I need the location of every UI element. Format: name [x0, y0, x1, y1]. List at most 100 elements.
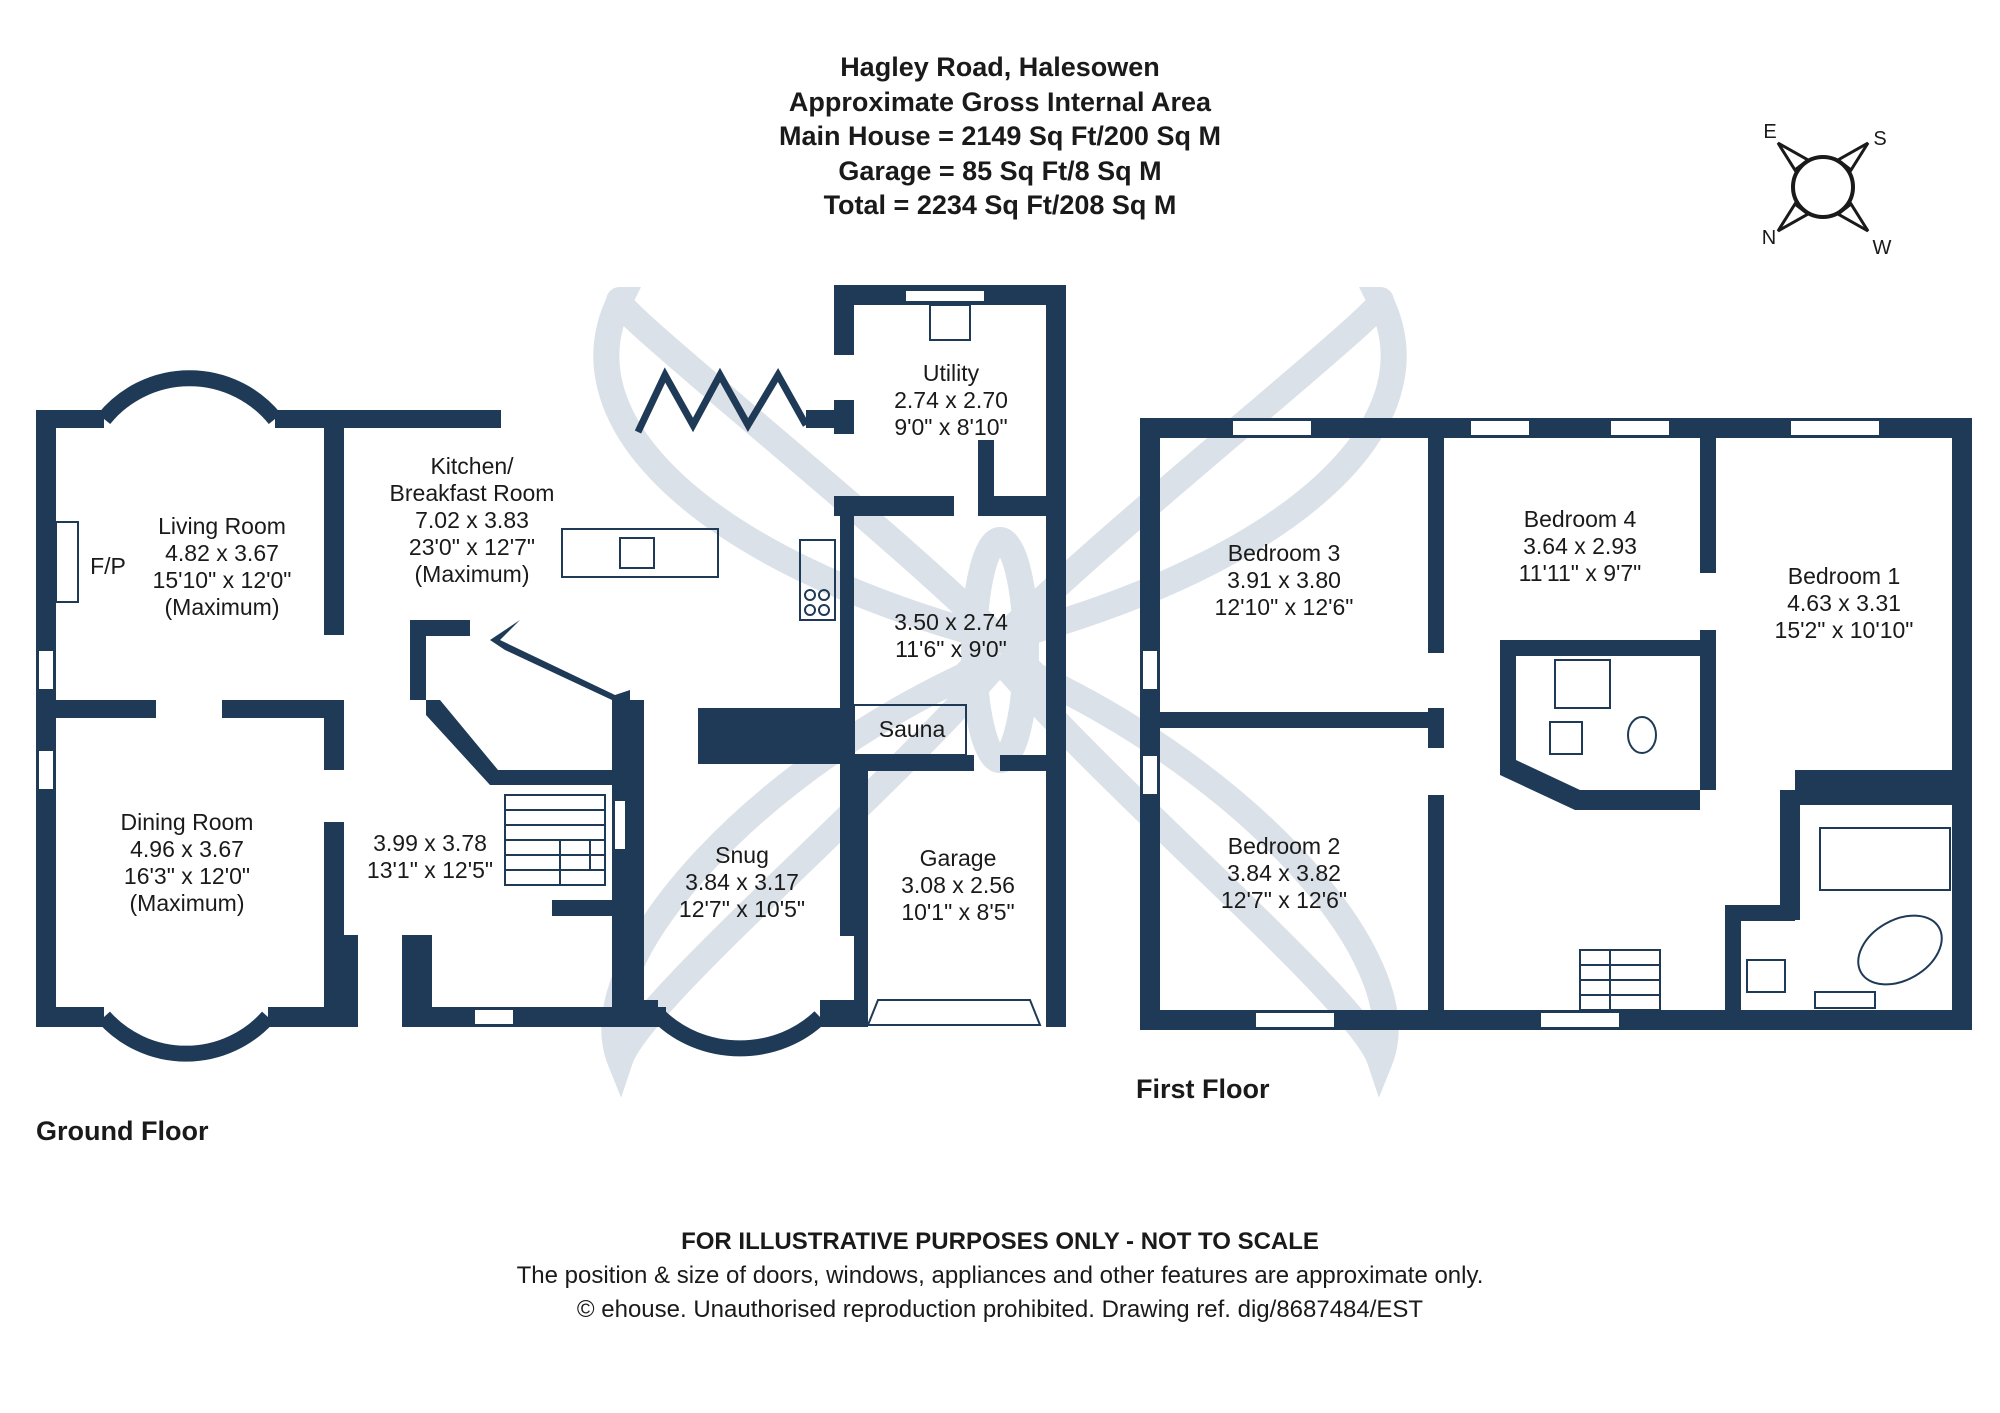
wall: [834, 496, 954, 516]
wall: [1428, 438, 1444, 653]
wall: [1000, 755, 1066, 771]
window: [1609, 419, 1671, 437]
bath-icon: [1857, 914, 1943, 986]
window: [1254, 1011, 1336, 1029]
hob-icon: [818, 604, 830, 616]
title-main-house: Main House = 2149 Sq Ft/200 Sq M: [779, 121, 1221, 151]
compass-w: W: [1873, 237, 1892, 259]
window: [1539, 1011, 1621, 1029]
garage-imperial: 10'1" x 8'5": [901, 899, 1014, 925]
living-room-metric: 4.82 x 3.67: [165, 540, 279, 566]
window: [37, 649, 55, 691]
wall: [324, 410, 344, 635]
kitchen-imperial: 23'0" x 12'7": [409, 534, 535, 560]
bedroom4-metric: 3.64 x 2.93: [1523, 533, 1637, 559]
dining-room-imperial: 16'3" x 12'0": [124, 863, 250, 889]
bedroom1-imperial: 15'2" x 10'10": [1775, 617, 1914, 643]
compass-e: E: [1763, 121, 1776, 143]
window: [613, 799, 627, 851]
utility-sink: [929, 304, 971, 341]
kitchen-name-1: Kitchen/: [430, 453, 514, 479]
utility-imperial: 9'0" x 8'10": [894, 414, 1007, 440]
chimney-breast: [698, 708, 854, 764]
sauna-box: [853, 704, 967, 756]
wall: [1500, 640, 1700, 656]
fireplace-label: F/P: [90, 553, 126, 579]
window: [1789, 419, 1881, 437]
ground-stairs: [504, 794, 606, 886]
wall: [268, 1007, 344, 1027]
ground-room-labels: Living Room 4.82 x 3.67 15'10" x 12'0" (…: [90, 360, 1015, 925]
kitchen-note: (Maximum): [415, 561, 530, 587]
bedroom1-name: Bedroom 1: [1788, 563, 1901, 589]
hall-metric: 3.99 x 3.78: [373, 830, 487, 856]
shower-tray: [1554, 659, 1611, 709]
disclaimer-title: FOR ILLUSTRATIVE PURPOSES ONLY - NOT TO …: [681, 1228, 1319, 1255]
wall: [426, 700, 612, 785]
wall: [1140, 418, 1972, 438]
hob-icon: [818, 589, 830, 601]
disclaimer-text: The position & size of doors, windows, a…: [516, 1262, 1484, 1289]
basin-icon: [1746, 959, 1786, 993]
basin-icon: [1549, 721, 1583, 755]
wall: [552, 900, 622, 916]
hall-imperial: 13'1" x 12'5": [367, 857, 493, 883]
wall: [978, 440, 994, 516]
window: [37, 749, 55, 791]
wall: [1428, 708, 1444, 748]
wall: [854, 771, 868, 1027]
compass-n: N: [1762, 227, 1776, 249]
bedroom2-metric: 3.84 x 3.82: [1227, 860, 1341, 886]
wall-bay-dining: [98, 1011, 274, 1062]
ground-floor-label: Ground Floor: [36, 1116, 209, 1146]
wall: [402, 1007, 632, 1027]
kitchen-island: [561, 528, 719, 578]
first-floor-walls: [1140, 418, 1972, 1030]
fireplace-icon: [55, 521, 79, 603]
window: [1814, 991, 1876, 1009]
sauna-label: Sauna: [879, 716, 946, 742]
wall: [1160, 712, 1428, 728]
kitchen-name-2: Breakfast Room: [390, 480, 555, 506]
title-garage: Garage = 85 Sq Ft/8 Sq M: [838, 156, 1162, 186]
bedroom3-name: Bedroom 3: [1228, 540, 1341, 566]
wall: [1700, 438, 1716, 573]
first-room-labels: Bedroom 3 3.91 x 3.80 12'10" x 12'6" Bed…: [1215, 506, 1914, 913]
living-room-imperial: 15'10" x 12'0": [153, 567, 292, 593]
dining-room-name: Dining Room: [121, 809, 254, 835]
ground-floor-walls: [36, 285, 1066, 1062]
wall: [324, 822, 344, 1027]
utility-name: Utility: [923, 360, 980, 386]
living-room-name: Living Room: [158, 513, 286, 539]
toilet-icon: [1627, 716, 1657, 754]
wall: [324, 700, 344, 770]
window: [1469, 419, 1531, 437]
first-floor-label: First Floor: [1136, 1074, 1270, 1104]
room-imperial: 11'6" x 9'0": [895, 636, 1007, 662]
first-stairs: [1579, 949, 1661, 1011]
kitchen-metric: 7.02 x 3.83: [415, 507, 529, 533]
wall: [275, 410, 501, 428]
wall: [1500, 656, 1516, 716]
shower-enclosure: [1819, 827, 1951, 891]
title-area-heading: Approximate Gross Internal Area: [788, 87, 1212, 117]
wall-bay-snug: [654, 1011, 826, 1057]
wall: [978, 496, 1066, 516]
wall: [222, 700, 342, 718]
wall: [1700, 630, 1716, 790]
compass-s: S: [1873, 128, 1886, 150]
wall: [628, 700, 644, 1027]
wall: [820, 1000, 860, 1027]
wall: [410, 620, 470, 700]
wall: [1500, 656, 1700, 810]
copyright-text: © ehouse. Unauthorised reproduction proh…: [576, 1296, 1424, 1323]
wall-bay-living: [97, 370, 282, 425]
bedroom1-metric: 4.63 x 3.31: [1787, 590, 1901, 616]
bedroom2-imperial: 12'7" x 12'6": [1221, 887, 1347, 913]
wall: [1725, 905, 1741, 1010]
snug-imperial: 12'7" x 10'5": [679, 896, 805, 922]
garage-metric: 3.08 x 2.56: [901, 872, 1015, 898]
hob-icon: [804, 589, 816, 601]
wall: [854, 755, 974, 771]
wall: [1740, 905, 1795, 921]
